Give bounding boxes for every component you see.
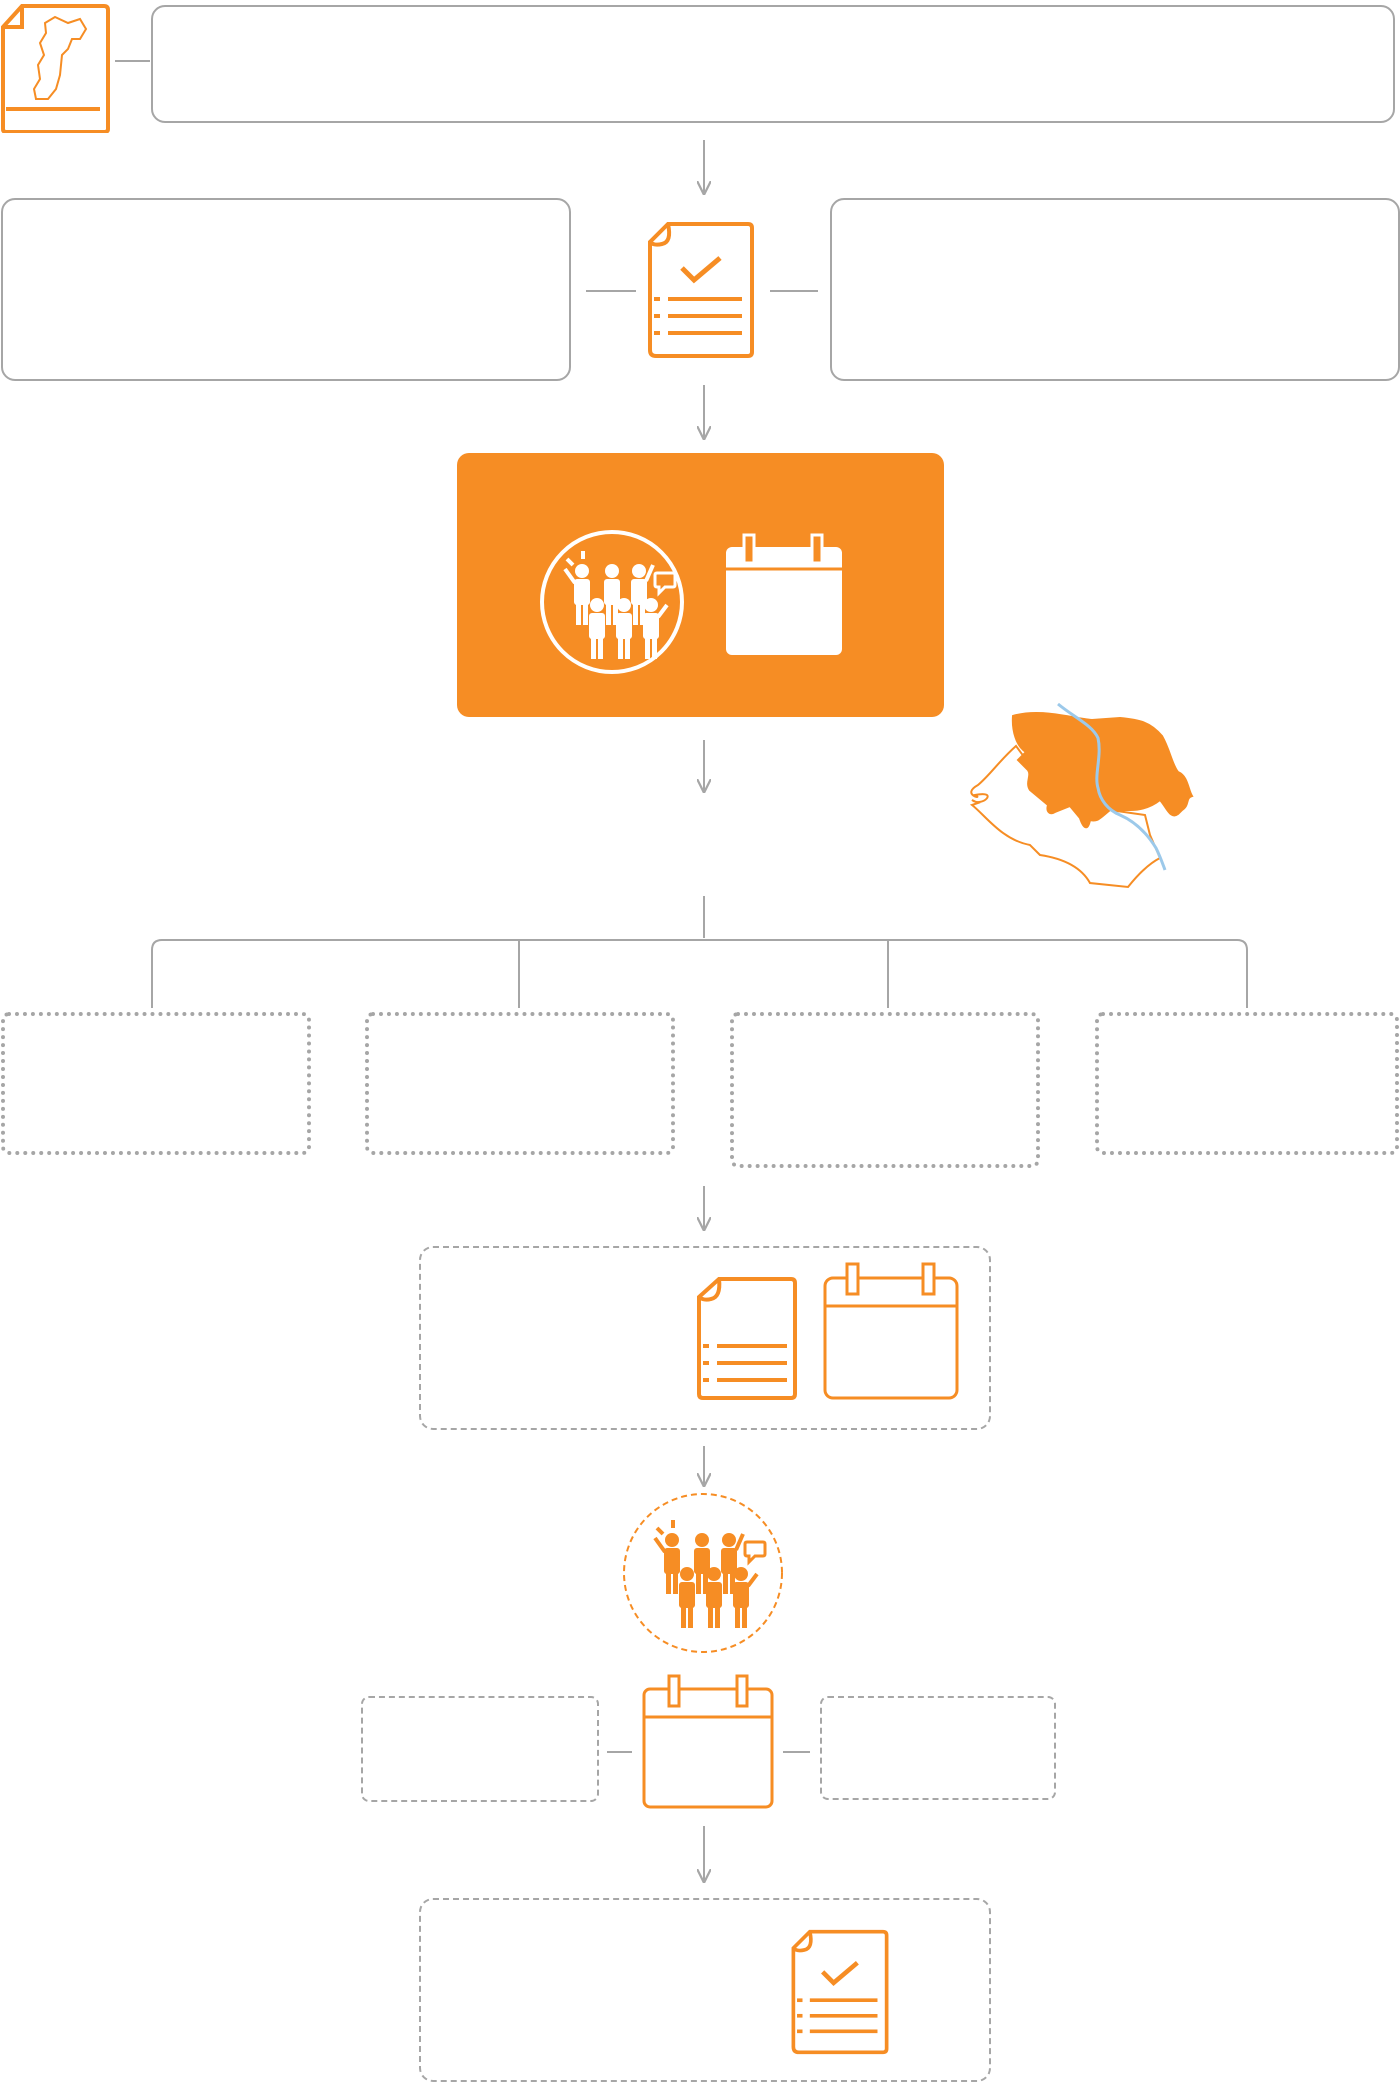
approved-document-icon [648,222,754,358]
branch-box-1 [1,1012,311,1155]
branch-box-3 [730,1012,1040,1168]
small-right-box [820,1696,1056,1800]
right-box [830,198,1400,381]
city-map-document-icon [1,3,110,133]
district-map-icon [969,702,1194,889]
calendar-icon [823,1262,959,1400]
docs-calendar-box [419,1246,991,1430]
assembly-icon [623,1493,783,1653]
final-box [419,1898,991,2082]
public-assembly-icon [540,530,684,674]
top-box [151,5,1395,123]
small-left-box [361,1696,599,1802]
document-icon [697,1277,797,1400]
branch-tree [151,896,1248,1008]
calendar-icon [642,1674,774,1809]
left-box [1,198,571,381]
branch-box-4 [1095,1012,1399,1155]
branch-box-2 [365,1012,675,1155]
calendar-icon [726,533,842,655]
hero-box [457,453,944,717]
approved-document-icon [791,1929,889,2055]
